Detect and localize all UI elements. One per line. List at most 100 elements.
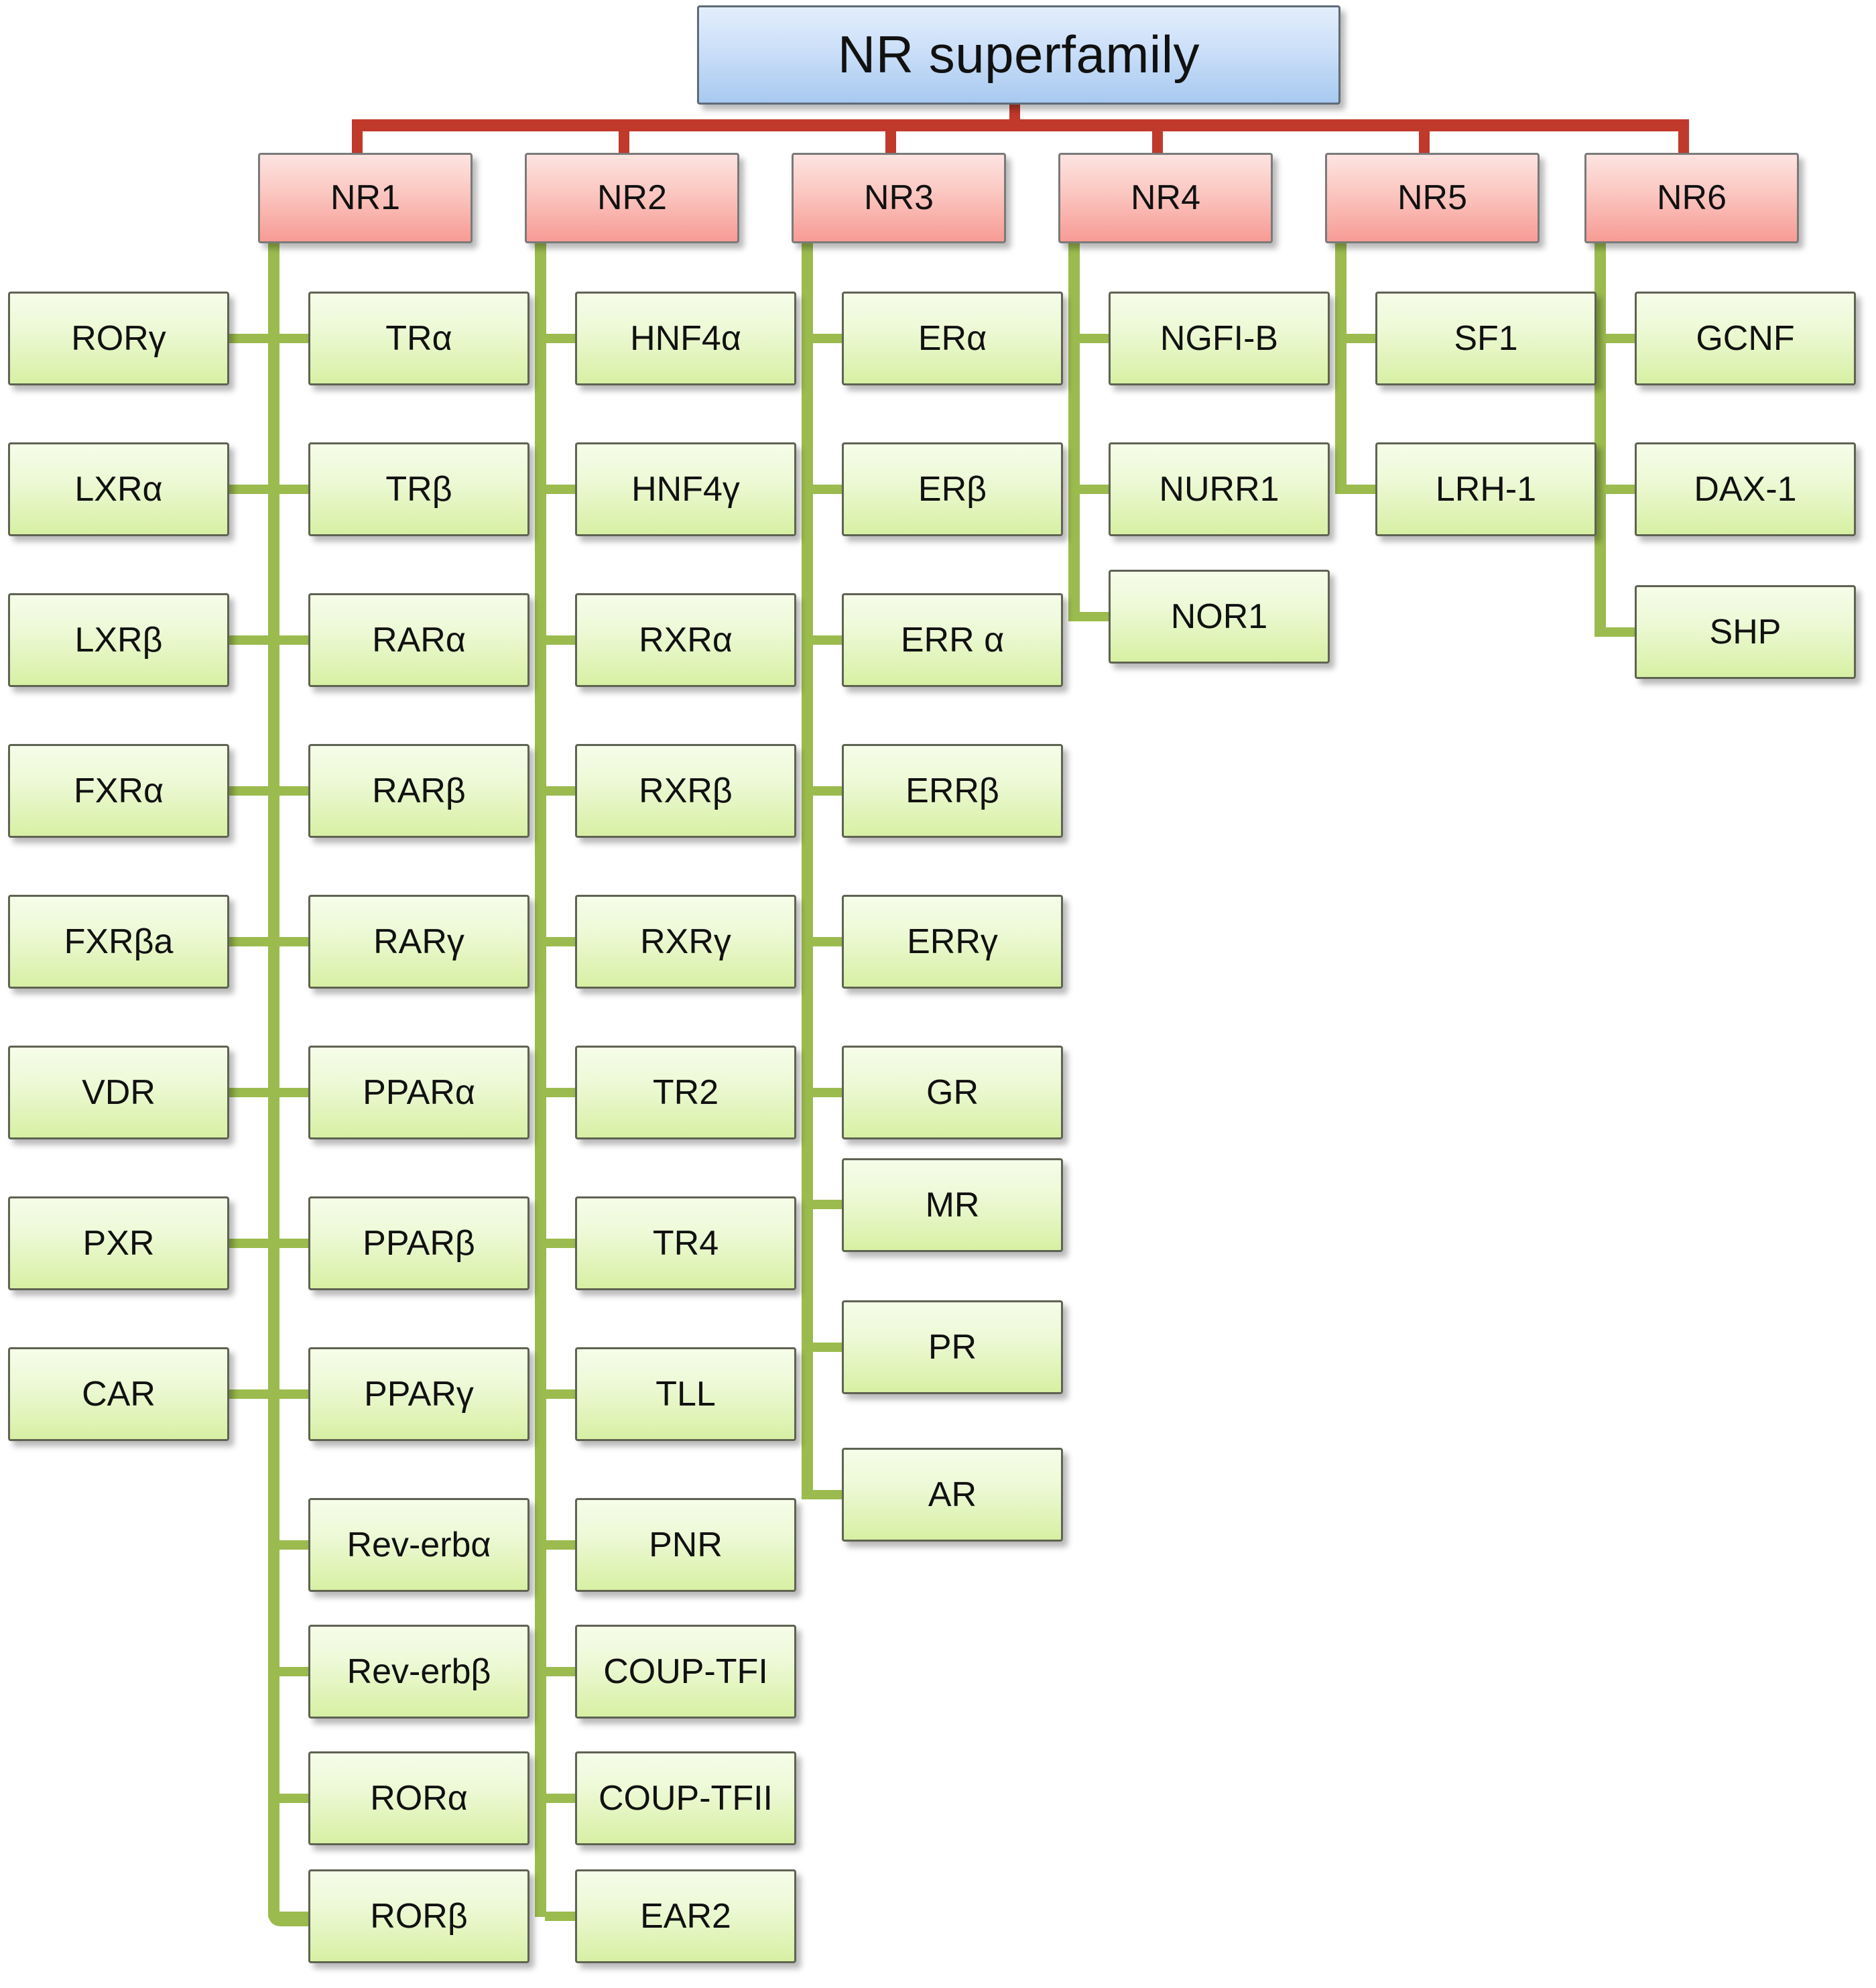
member-node-label: PPARβ — [363, 1223, 475, 1263]
member-node-rora[interactable]: RORα — [308, 1751, 529, 1845]
member-node-rorb[interactable]: RORβ — [308, 1869, 529, 1963]
member-node-erb[interactable]: ERβ — [842, 442, 1063, 536]
family-node-nr1[interactable]: NR1 — [258, 153, 473, 243]
family-node-nr6[interactable]: NR6 — [1584, 153, 1799, 243]
member-node-tll[interactable]: TLL — [575, 1347, 796, 1441]
member-node-trb[interactable]: TRβ — [308, 442, 529, 536]
member-node-label: LXRβ — [74, 620, 163, 660]
member-node-rev-erbb[interactable]: Rev-erbβ — [308, 1625, 529, 1719]
member-node-label: CAR — [82, 1374, 155, 1414]
member-node-hnf4g[interactable]: HNF4γ — [575, 442, 796, 536]
member-node-sf1[interactable]: SF1 — [1375, 292, 1597, 385]
member-node-coup-tfi[interactable]: COUP-TFI — [575, 1625, 796, 1719]
member-node-gcnf[interactable]: GCNF — [1635, 292, 1856, 385]
member-node-ar[interactable]: AR — [842, 1448, 1063, 1542]
family-node-nr3[interactable]: NR3 — [792, 153, 1006, 243]
member-node-tr2[interactable]: TR2 — [575, 1046, 796, 1139]
member-node-label: PR — [928, 1327, 977, 1367]
member-node-nor1[interactable]: NOR1 — [1109, 570, 1330, 664]
family-drop-nr3 — [885, 119, 896, 153]
member-node-label: MR — [925, 1185, 980, 1225]
family-node-label: NR3 — [863, 178, 934, 218]
member-node-label: Rev-erbβ — [347, 1652, 491, 1691]
member-node-label: ERβ — [918, 469, 987, 509]
member-node-label: ERα — [918, 318, 987, 358]
member-node-label: LRH-1 — [1435, 469, 1537, 509]
member-node-mr[interactable]: MR — [842, 1158, 1063, 1252]
nr1-left-stub-6 — [228, 1239, 269, 1248]
member-node-era[interactable]: ERα — [842, 292, 1063, 385]
member-node-label: RXRα — [639, 620, 733, 660]
member-node-label: TLL — [655, 1374, 716, 1414]
member-node-label: COUP-TFII — [599, 1778, 773, 1818]
member-node-vdr[interactable]: VDR — [8, 1046, 229, 1139]
member-node-label: RARα — [372, 620, 466, 660]
member-node-pr[interactable]: PR — [842, 1300, 1063, 1394]
member-node-ear2[interactable]: EAR2 — [575, 1869, 796, 1963]
member-node-label: FXRα — [73, 771, 164, 810]
nr1-left-stub-4 — [228, 937, 269, 946]
family-node-label: NR2 — [597, 178, 668, 218]
member-node-label: HNF4γ — [631, 469, 740, 509]
family-node-label: NR6 — [1656, 178, 1727, 218]
member-node-erra[interactable]: ERR α — [842, 593, 1063, 687]
member-node-rarg[interactable]: RARγ — [308, 895, 529, 989]
member-node-label: PPARγ — [364, 1374, 474, 1414]
member-node-label: DAX-1 — [1694, 469, 1797, 509]
member-node-label: COUP-TFI — [603, 1652, 768, 1691]
nr1-left-stub-1 — [228, 485, 269, 494]
member-node-car[interactable]: CAR — [8, 1347, 229, 1441]
member-node-pparg[interactable]: PPARγ — [308, 1347, 529, 1441]
member-node-rara[interactable]: RARα — [308, 593, 529, 687]
member-node-label: EAR2 — [640, 1896, 731, 1936]
member-node-label: NGFI-B — [1160, 318, 1279, 358]
nr1-left-stub-7 — [228, 1389, 269, 1399]
member-node-tr4[interactable]: TR4 — [575, 1196, 796, 1290]
member-node-lrh-1[interactable]: LRH-1 — [1375, 442, 1597, 536]
nr1-left-stub-2 — [228, 635, 269, 645]
member-node-lxrb[interactable]: LXRβ — [8, 593, 229, 687]
member-node-lxra[interactable]: LXRα — [8, 442, 229, 536]
member-node-hnf4a[interactable]: HNF4α — [575, 292, 796, 385]
member-node-ppara[interactable]: PPARα — [308, 1046, 529, 1139]
family-node-nr5[interactable]: NR5 — [1325, 153, 1540, 243]
member-node-rxrg[interactable]: RXRγ — [575, 895, 796, 989]
member-node-dax-1[interactable]: DAX-1 — [1635, 442, 1856, 536]
member-node-shp[interactable]: SHP — [1635, 585, 1856, 679]
nr3-spine — [802, 241, 813, 1499]
family-node-label: NR4 — [1130, 178, 1201, 218]
root-node-nr-superfamily[interactable]: NR superfamily — [697, 5, 1340, 105]
member-node-label: RORα — [370, 1778, 468, 1818]
member-node-ngfi-b[interactable]: NGFI-B — [1109, 292, 1330, 385]
member-node-label: RXRβ — [639, 771, 733, 810]
family-node-label: NR5 — [1397, 178, 1468, 218]
member-node-label: SF1 — [1454, 318, 1518, 358]
member-node-errb[interactable]: ERRβ — [842, 744, 1063, 838]
member-node-rxra[interactable]: RXRα — [575, 593, 796, 687]
member-node-fxrba[interactable]: FXRβa — [8, 895, 229, 989]
member-node-pparb[interactable]: PPARβ — [308, 1196, 529, 1290]
nr4-spine — [1068, 241, 1080, 621]
member-node-label: HNF4α — [630, 318, 741, 358]
member-node-rev-erba[interactable]: Rev-erbα — [308, 1498, 529, 1592]
member-node-label: GCNF — [1696, 318, 1795, 358]
member-node-nurr1[interactable]: NURR1 — [1109, 442, 1330, 536]
family-node-nr2[interactable]: NR2 — [525, 153, 739, 243]
member-node-label: ERR α — [900, 620, 1005, 660]
member-node-label: SHP — [1709, 612, 1781, 651]
member-node-rxrb[interactable]: RXRβ — [575, 744, 796, 838]
member-node-fxra[interactable]: FXRα — [8, 744, 229, 838]
member-node-gr[interactable]: GR — [842, 1046, 1063, 1139]
member-node-label: NURR1 — [1159, 469, 1279, 509]
member-node-label: RORβ — [370, 1896, 468, 1936]
member-node-pxr[interactable]: PXR — [8, 1196, 229, 1290]
member-node-rarb[interactable]: RARβ — [308, 744, 529, 838]
member-node-pnr[interactable]: PNR — [575, 1498, 796, 1592]
member-node-label: Rev-erbα — [347, 1525, 491, 1564]
member-node-rorg[interactable]: RORγ — [8, 292, 229, 385]
nr5-spine — [1335, 241, 1347, 494]
member-node-errg[interactable]: ERRγ — [842, 895, 1063, 989]
member-node-coup-tfii[interactable]: COUP-TFII — [575, 1751, 796, 1845]
family-node-nr4[interactable]: NR4 — [1058, 153, 1273, 243]
member-node-tra[interactable]: TRα — [308, 292, 529, 385]
